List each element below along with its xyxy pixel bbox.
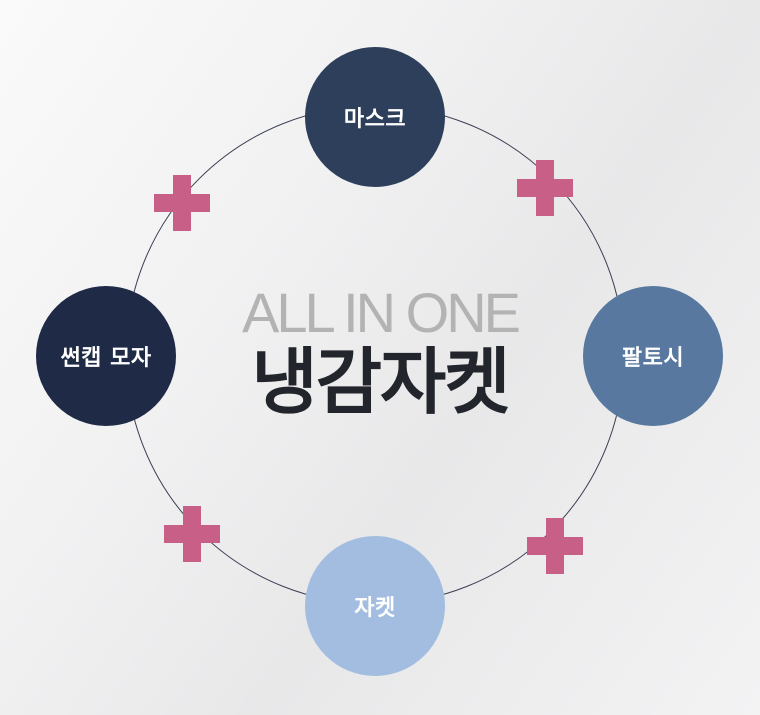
plus-icon	[527, 518, 583, 574]
node-label: 마스크	[343, 107, 407, 132]
plus-icon	[154, 175, 210, 231]
center-subtitle: ALL IN ONE	[241, 281, 521, 344]
node-label: 썬캡 모자	[60, 346, 152, 371]
center-title: 냉감자켓	[251, 340, 511, 424]
plus-icon	[517, 160, 573, 216]
node-mask: 마스크	[305, 47, 445, 187]
node-label: 팔토시	[621, 346, 685, 371]
node-arm-sleeve: 팔토시	[583, 286, 723, 426]
node-label: 자켓	[354, 596, 396, 621]
node-jacket: 자켓	[305, 536, 445, 676]
node-sun-cap: 썬캡 모자	[36, 286, 176, 426]
plus-icon	[164, 506, 220, 562]
